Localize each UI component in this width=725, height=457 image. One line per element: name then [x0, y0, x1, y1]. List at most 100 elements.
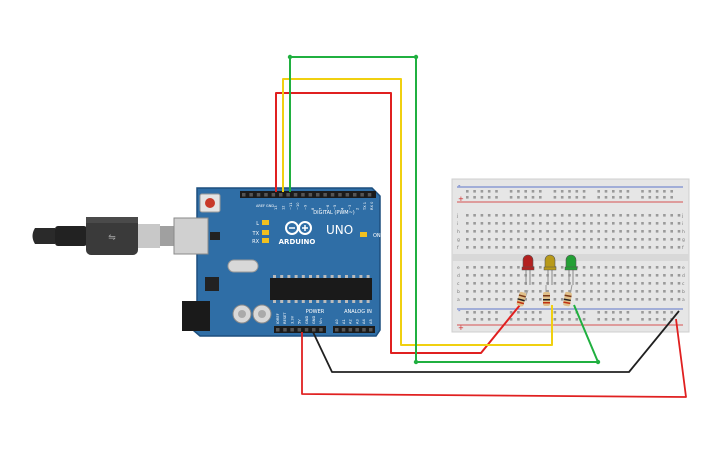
breadboard-hole[interactable]: [626, 298, 630, 301]
breadboard-hole[interactable]: [502, 274, 506, 277]
breadboard-hole[interactable]: [539, 318, 542, 321]
breadboard-hole[interactable]: [560, 190, 564, 193]
breadboard-hole[interactable]: [473, 190, 476, 193]
breadboard-hole[interactable]: [582, 214, 586, 217]
breadboard-hole[interactable]: [546, 238, 549, 241]
breadboard-hole[interactable]: [495, 214, 498, 217]
breadboard-hole[interactable]: [509, 190, 513, 193]
breadboard-hole[interactable]: [612, 196, 615, 199]
header-pin[interactable]: [330, 193, 335, 197]
header-pin[interactable]: [242, 193, 246, 197]
yellow-led[interactable]: [543, 254, 557, 271]
breadboard-hole[interactable]: [495, 298, 498, 301]
breadboard-hole[interactable]: [612, 266, 615, 269]
breadboard-hole[interactable]: [597, 298, 600, 301]
breadboard-hole[interactable]: [553, 196, 557, 199]
breadboard-hole[interactable]: [604, 214, 608, 217]
header-pin[interactable]: [308, 193, 313, 197]
breadboard-hole[interactable]: [612, 190, 615, 193]
breadboard-hole[interactable]: [648, 238, 652, 241]
breadboard-hole[interactable]: [466, 274, 469, 277]
breadboard-hole[interactable]: [670, 298, 673, 301]
breadboard-hole[interactable]: [517, 311, 520, 314]
breadboard-hole[interactable]: [517, 266, 520, 269]
breadboard-hole[interactable]: [663, 266, 666, 269]
breadboard-hole[interactable]: [677, 214, 681, 217]
breadboard-hole[interactable]: [670, 214, 673, 217]
breadboard-hole[interactable]: [655, 196, 659, 199]
breadboard-hole[interactable]: [590, 274, 593, 277]
breadboard-hole[interactable]: [626, 238, 630, 241]
breadboard-hole[interactable]: [655, 230, 659, 233]
breadboard-hole[interactable]: [487, 298, 491, 301]
breadboard-hole[interactable]: [502, 222, 506, 225]
breadboard-hole[interactable]: [466, 190, 469, 193]
breadboard-hole[interactable]: [495, 238, 498, 241]
breadboard-hole[interactable]: [524, 318, 527, 321]
breadboard-hole[interactable]: [495, 196, 498, 199]
breadboard-hole[interactable]: [480, 318, 484, 321]
breadboard-hole[interactable]: [612, 282, 615, 285]
breadboard-hole[interactable]: [568, 230, 571, 233]
breadboard-hole[interactable]: [626, 311, 630, 314]
breadboard-hole[interactable]: [590, 266, 593, 269]
breadboard-hole[interactable]: [473, 311, 476, 314]
wire-bend-point[interactable]: [287, 54, 293, 60]
breadboard-hole[interactable]: [655, 311, 659, 314]
breadboard-hole[interactable]: [626, 214, 630, 217]
breadboard-hole[interactable]: [612, 290, 615, 293]
header-pin[interactable]: [341, 328, 346, 332]
breadboard-hole[interactable]: [539, 246, 542, 249]
breadboard-hole[interactable]: [626, 274, 630, 277]
breadboard-hole[interactable]: [509, 196, 513, 199]
breadboard-hole[interactable]: [539, 290, 542, 293]
breadboard-hole[interactable]: [648, 298, 652, 301]
breadboard-hole[interactable]: [677, 222, 681, 225]
header-pin[interactable]: [297, 328, 302, 332]
header-pin[interactable]: [369, 328, 373, 332]
breadboard-hole[interactable]: [473, 318, 476, 321]
breadboard-hole[interactable]: [539, 230, 542, 233]
yellow-wire-pin12[interactable]: [282, 78, 553, 346]
breadboard-hole[interactable]: [619, 246, 622, 249]
breadboard-hole[interactable]: [517, 214, 520, 217]
breadboard-hole[interactable]: [626, 266, 630, 269]
breadboard-hole[interactable]: [466, 266, 469, 269]
breadboard-hole[interactable]: [633, 238, 637, 241]
breadboard-hole[interactable]: [466, 238, 469, 241]
breadboard-hole[interactable]: [604, 290, 608, 293]
breadboard-hole[interactable]: [466, 222, 469, 225]
breadboard-hole[interactable]: [487, 238, 491, 241]
breadboard-hole[interactable]: [568, 196, 571, 199]
breadboard-hole[interactable]: [670, 290, 673, 293]
breadboard-hole[interactable]: [553, 238, 557, 241]
breadboard-hole[interactable]: [539, 311, 542, 314]
breadboard-hole[interactable]: [575, 274, 579, 277]
breadboard-hole[interactable]: [480, 311, 484, 314]
breadboard-hole[interactable]: [473, 238, 476, 241]
breadboard-hole[interactable]: [641, 318, 644, 321]
breadboard-hole[interactable]: [604, 222, 608, 225]
header-pin[interactable]: [312, 328, 316, 332]
breadboard-hole[interactable]: [487, 282, 491, 285]
breadboard-hole[interactable]: [560, 274, 564, 277]
header-pin[interactable]: [355, 328, 359, 332]
breadboard-hole[interactable]: [619, 222, 622, 225]
breadboard-hole[interactable]: [524, 298, 527, 301]
breadboard-hole[interactable]: [487, 196, 491, 199]
header-pin[interactable]: [256, 193, 261, 197]
breadboard-hole[interactable]: [663, 290, 666, 293]
breadboard-hole[interactable]: [531, 274, 535, 277]
breadboard-hole[interactable]: [487, 274, 491, 277]
breadboard-hole[interactable]: [524, 246, 527, 249]
breadboard-holes[interactable]: [466, 190, 681, 321]
breadboard-hole[interactable]: [568, 238, 571, 241]
breadboard-hole[interactable]: [531, 222, 535, 225]
breadboard-hole[interactable]: [670, 222, 673, 225]
breadboard-hole[interactable]: [524, 311, 527, 314]
breadboard-hole[interactable]: [531, 214, 535, 217]
breadboard-hole[interactable]: [466, 298, 469, 301]
breadboard-hole[interactable]: [480, 246, 484, 249]
breadboard-hole[interactable]: [473, 298, 476, 301]
breadboard-hole[interactable]: [531, 298, 535, 301]
